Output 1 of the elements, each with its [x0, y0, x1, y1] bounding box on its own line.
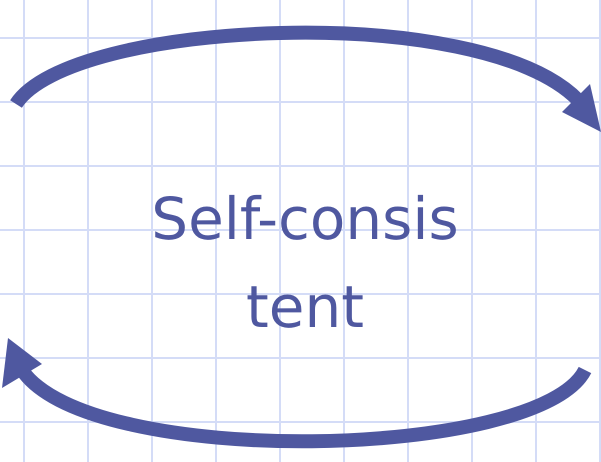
cycle-label: Self-consistent — [150, 184, 460, 343]
